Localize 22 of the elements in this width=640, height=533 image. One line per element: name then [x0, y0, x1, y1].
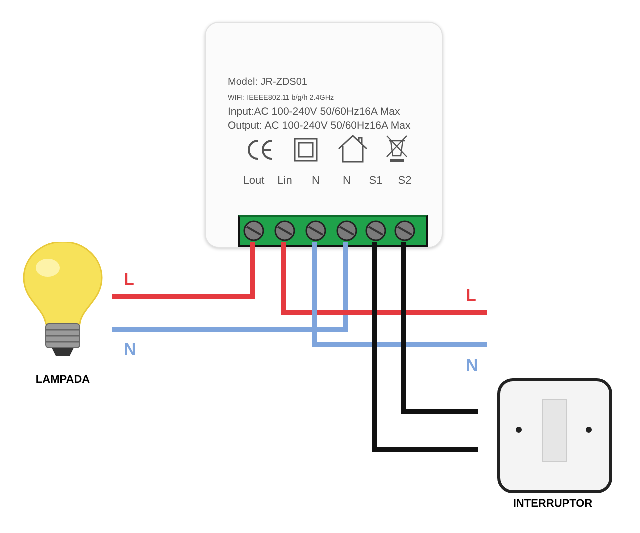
wire	[372, 242, 478, 452]
wire	[402, 242, 478, 414]
terminal-label: Lin	[276, 175, 294, 187]
input-rating-text: Input:AC 100-240V 50/60Hz16A Max	[228, 106, 400, 118]
wire-label: L	[466, 286, 476, 306]
terminal-label: Lout	[242, 175, 266, 187]
wire	[312, 242, 487, 348]
lamp-caption: LAMPADA	[34, 374, 92, 386]
wire-label: N	[466, 356, 478, 376]
wire	[112, 242, 348, 332]
wire-label: L	[124, 270, 134, 290]
module-box	[205, 22, 443, 248]
switch-caption: INTERRUPTOR	[512, 498, 594, 510]
terminal-label: N	[342, 175, 352, 187]
wire	[112, 242, 256, 300]
model-text: Model: JR-ZDS01	[228, 77, 308, 88]
terminal-label: S1	[368, 175, 384, 187]
output-rating-text: Output: AC 100-240V 50/60Hz16A Max	[228, 120, 411, 132]
wire-label: N	[124, 340, 136, 360]
terminal-label: N	[311, 175, 321, 187]
wire	[282, 242, 487, 316]
terminal-label: S2	[397, 175, 413, 187]
